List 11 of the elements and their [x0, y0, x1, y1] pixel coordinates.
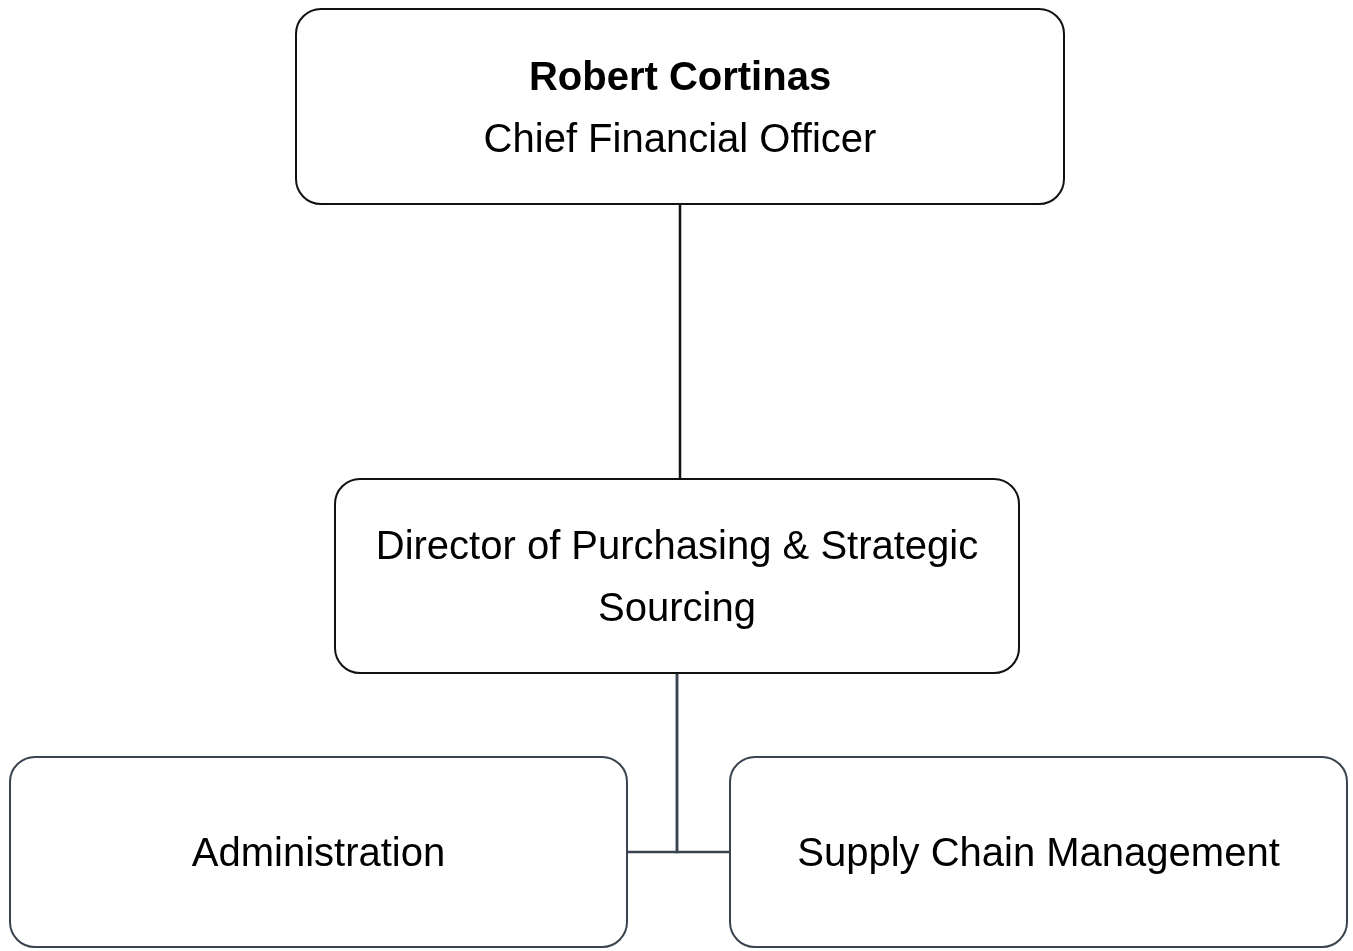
title-text: Director of Purchasing & Strategic Sourcing	[374, 522, 980, 631]
title-text: Supply Chain Management	[797, 829, 1280, 876]
title-text: Administration	[191, 829, 446, 876]
connector-line	[678, 205, 682, 478]
title-text: Chief Financial Officer	[483, 114, 877, 162]
person-box	[295, 8, 1065, 205]
connector-line	[675, 674, 729, 854]
role-box	[9, 756, 628, 948]
role-box	[729, 756, 1348, 948]
name-text: Robert Cortinas	[528, 52, 832, 100]
role-box	[334, 478, 1020, 674]
